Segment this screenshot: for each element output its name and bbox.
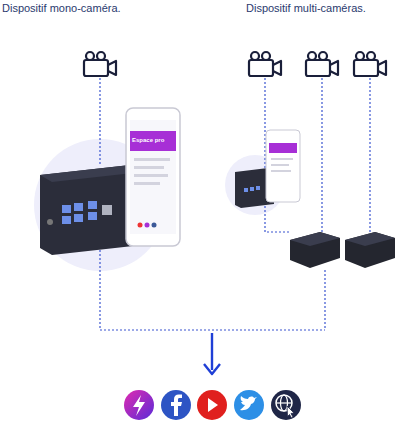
phone bbox=[126, 108, 180, 246]
section-heading: Dispositif multi-caméras. bbox=[246, 2, 366, 14]
phone bbox=[266, 130, 300, 202]
section-heading: Dispositif mono-caméra. bbox=[2, 2, 121, 14]
wire bbox=[100, 78, 370, 330]
encoder-box bbox=[290, 232, 395, 268]
arrow bbox=[204, 333, 220, 374]
screen-title: Espace pro bbox=[132, 137, 164, 143]
camera-icon bbox=[84, 52, 386, 76]
platform-icon bbox=[124, 390, 301, 420]
